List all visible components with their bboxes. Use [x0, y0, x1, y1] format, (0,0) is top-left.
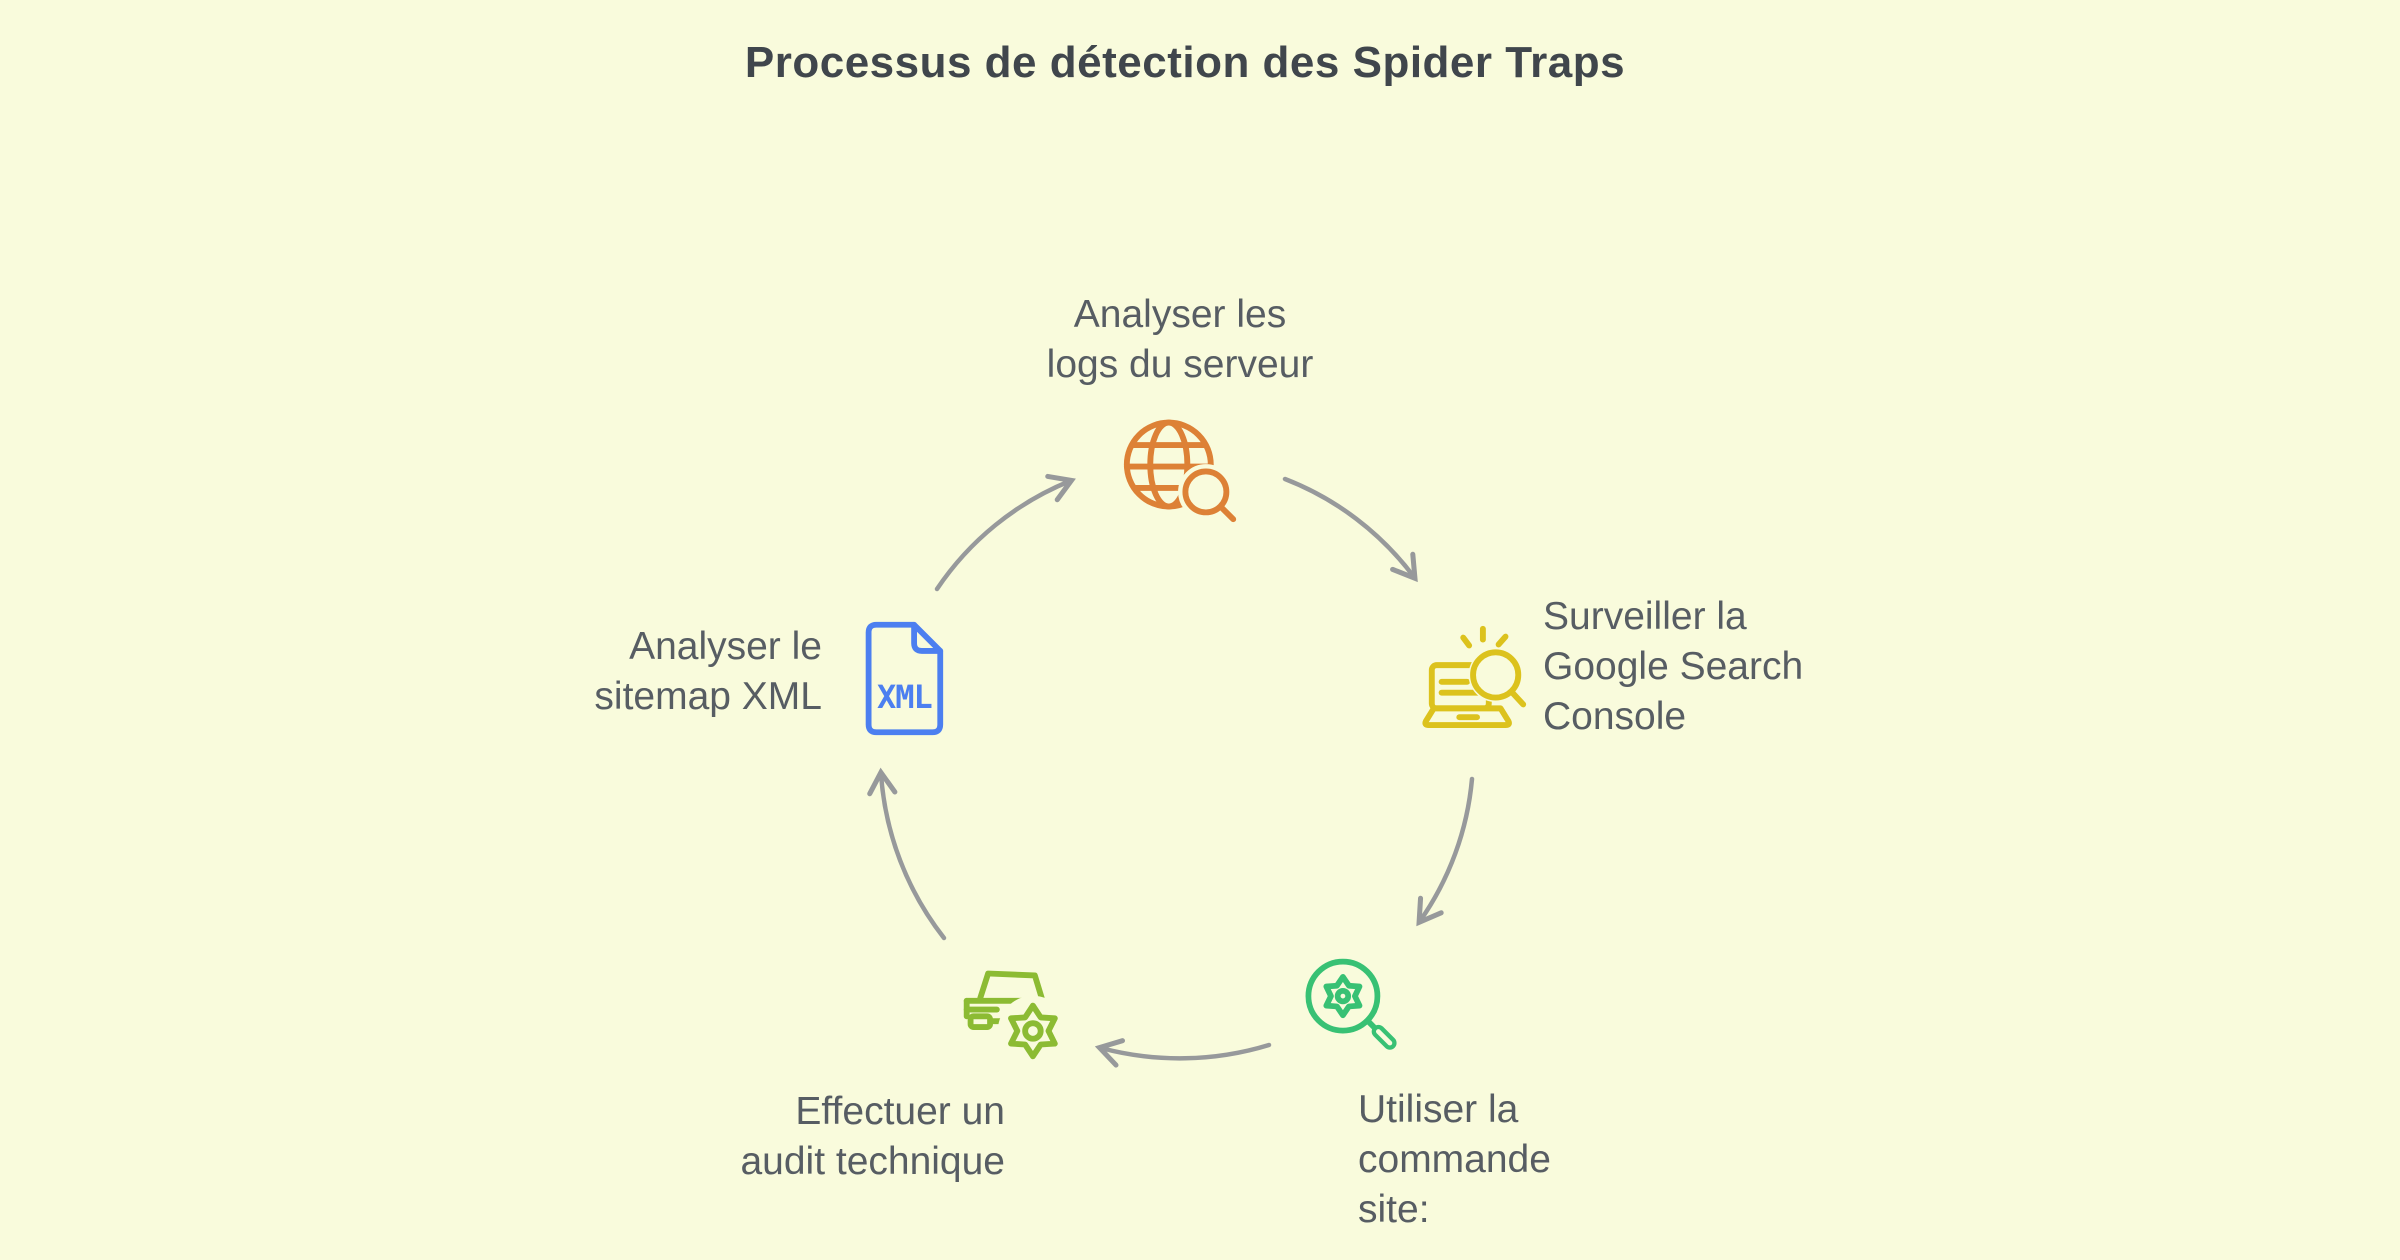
label-line: Effectuer un [795, 1090, 1005, 1133]
label-line: Console [1543, 695, 1687, 738]
label-line: commande [1358, 1138, 1551, 1181]
label-line: site: [1358, 1188, 1430, 1231]
arrow-site-to-audit [1094, 1038, 1272, 1068]
step-label: Utiliser la commande site: [1358, 1085, 1668, 1235]
label-line: Surveiller la [1543, 595, 1747, 638]
label-line: sitemap XML [594, 675, 822, 718]
arrow-audit-to-sitemap [867, 767, 947, 941]
magnifier-gear-icon [1305, 958, 1397, 1050]
label-line: Google Search [1543, 645, 1804, 688]
label-line: Analyser le [629, 625, 822, 668]
xml-file-icon: XML [865, 621, 944, 736]
arrow-sitemap-to-logs [934, 473, 1076, 592]
label-line: audit technique [740, 1140, 1005, 1183]
step-label: Surveiller la Google Search Console [1543, 592, 1873, 742]
step-label: Effectuer un audit technique [605, 1087, 1005, 1187]
step-label: Analyser les logs du serveur [930, 290, 1430, 390]
laptop-search-icon [1422, 625, 1527, 729]
arrow-console-to-site [1416, 776, 1475, 927]
page-title: Processus de détection des Spider Traps [744, 38, 1626, 87]
arrow-logs-to-console [1282, 476, 1418, 583]
step-label: Analyser le sitemap XML [520, 622, 822, 722]
globe-search-icon [1123, 419, 1237, 523]
xml-badge-text: XML [877, 678, 932, 716]
label-line: Utiliser la [1358, 1088, 1519, 1131]
label-line: Analyser les [1073, 293, 1287, 336]
label-line: logs du serveur [1046, 343, 1314, 386]
car-gear-icon [963, 970, 1067, 1067]
